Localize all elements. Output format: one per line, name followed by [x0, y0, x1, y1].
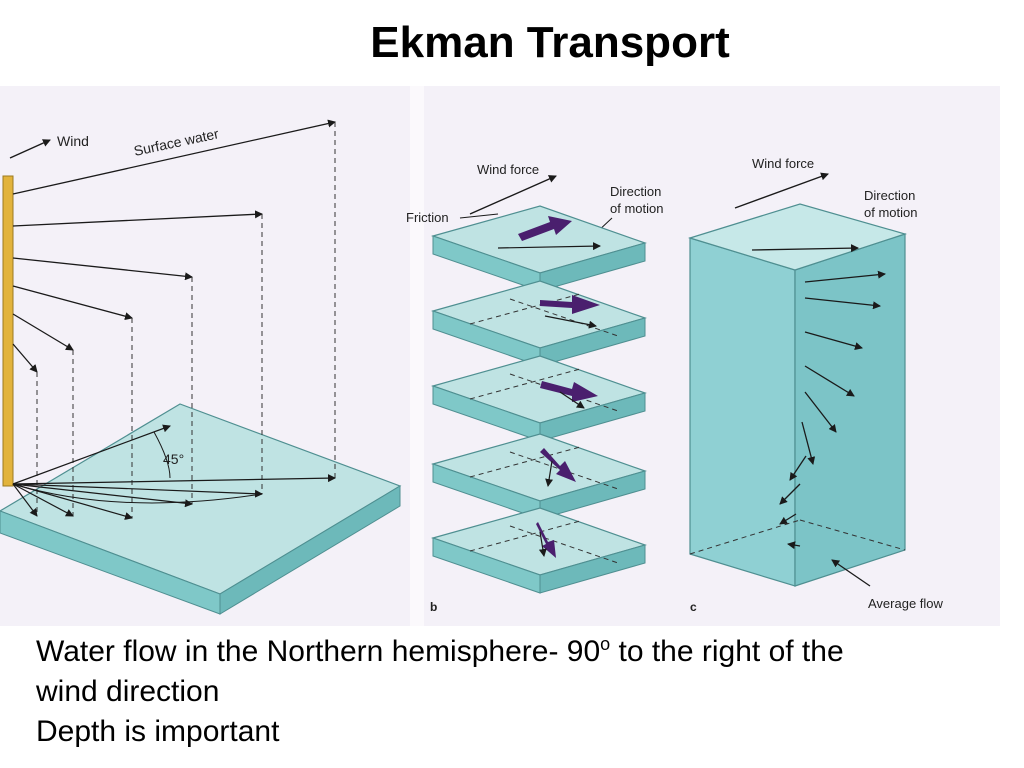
panel-a-pole	[2, 175, 14, 487]
panel-c-direction-label-line1: Direction	[864, 188, 915, 203]
panel-b-force-arrow-1	[518, 216, 572, 241]
slide-title: Ekman Transport	[370, 18, 730, 67]
caption-line-1-start: Water flow in the Northern hemisphere- 9…	[36, 635, 601, 668]
panel-b-letter: b	[430, 600, 437, 614]
ekman-diagram-figure: Wind Surface water	[0, 86, 1000, 626]
caption-line-1: Water flow in the Northern hemisphere- 9…	[36, 632, 996, 672]
panel-a-angle-label: 45°	[163, 451, 184, 467]
panel-a-spiral: Wind Surface water	[0, 119, 402, 615]
panel-c-column: Wind force Direction of motion Average	[687, 156, 944, 614]
panel-a-wind-label: Wind	[57, 133, 89, 149]
panel-b-layers: Wind force Friction Direction of motion	[406, 162, 663, 614]
panel-c-column-side	[794, 233, 906, 587]
panel-b-layer-4	[430, 433, 647, 520]
panel-a-wind-arrow	[9, 139, 51, 159]
panel-b-wind-force-label: Wind force	[477, 162, 539, 177]
caption-line-2: wind direction	[36, 675, 220, 708]
panel-c-hidden-edges	[689, 519, 906, 555]
panel-c-letter: c	[690, 600, 697, 614]
panel-b-wind-arrow	[469, 175, 557, 215]
panel-a-spiral-arrows	[12, 119, 336, 373]
panel-b-friction-pointer	[459, 213, 499, 219]
panel-b-force-arrow-5	[536, 522, 556, 558]
panel-a-projection-lines	[36, 122, 336, 518]
panel-a-projected-vectors	[12, 424, 336, 520]
panel-c-average-flow-label: Average flow	[868, 596, 944, 611]
panel-divider	[410, 86, 424, 626]
caption-line-3: Depth is important	[36, 715, 280, 748]
panel-b-layer-3	[430, 355, 647, 442]
panel-b-direction-label-line1: Direction	[610, 184, 661, 199]
caption-degree-superscript: o	[600, 634, 611, 654]
panel-c-column-top	[687, 203, 908, 271]
panel-c-column-front	[689, 237, 796, 587]
panel-b-layer-1	[430, 205, 647, 292]
panel-b-force-arrow-2	[540, 295, 600, 314]
panel-c-wind-arrow	[734, 172, 829, 209]
panel-c-direction-label-line2: of motion	[864, 205, 917, 220]
caption-line-1-end: to the right of the	[610, 635, 844, 668]
caption: Water flow in the Northern hemisphere- 9…	[36, 632, 996, 752]
panel-b-direction-label-line2: of motion	[610, 201, 663, 216]
panel-b-layer-5	[430, 507, 647, 594]
panel-c-wind-force-label: Wind force	[752, 156, 814, 171]
ekman-diagram: Wind Surface water	[0, 86, 1000, 626]
panel-a-slab-side	[219, 485, 401, 615]
panel-b-friction-label: Friction	[406, 210, 449, 225]
panel-b-force-arrow-3	[540, 381, 598, 402]
panel-c-velocity-arrows	[751, 244, 886, 587]
panel-b-force-arrow-4	[540, 448, 576, 482]
panel-b-layer-2	[430, 280, 647, 367]
